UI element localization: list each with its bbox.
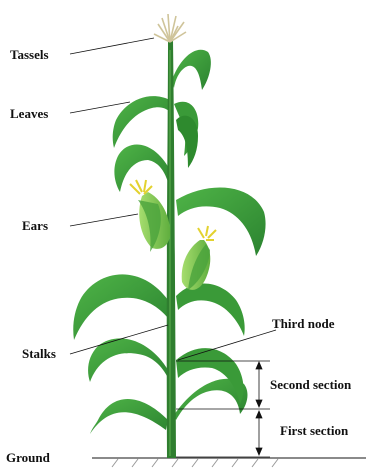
tassel-icon	[154, 14, 186, 42]
leaf-second-left	[114, 144, 170, 192]
label-stalks: Stalks	[22, 346, 56, 361]
label-first-section: First section	[280, 423, 349, 438]
pointer-leaves	[70, 102, 130, 113]
leaf-bottom-left	[90, 399, 168, 434]
ground-hatch	[92, 458, 366, 467]
section-markers	[176, 361, 270, 457]
ear-upper-silk-icon	[130, 180, 152, 194]
leaf-second-right-tip	[176, 116, 198, 168]
pointer-tassels	[70, 38, 154, 54]
ear-lower-silk-icon	[198, 226, 216, 240]
leaves-lower	[73, 274, 247, 434]
leaf-mid-left-long	[73, 274, 168, 340]
label-ears: Ears	[22, 218, 48, 233]
pointer-ears	[70, 214, 138, 226]
leaf-second-right	[176, 188, 266, 257]
leaf-mid-right-long	[176, 284, 245, 336]
ear-lower	[182, 226, 216, 290]
label-ground: Ground	[6, 450, 51, 465]
leaf-top-right	[172, 50, 211, 90]
label-leaves: Leaves	[10, 106, 48, 121]
label-tassels: Tassels	[10, 47, 49, 62]
stalk	[167, 40, 176, 458]
leaves-upper	[113, 50, 266, 256]
label-third-node: Third node	[272, 316, 335, 331]
label-second-section: Second section	[270, 377, 352, 392]
ear-upper	[130, 180, 170, 252]
